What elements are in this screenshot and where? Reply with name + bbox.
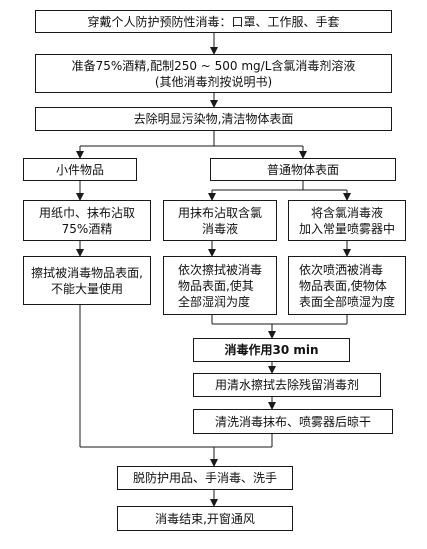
step-sprayer-fill: 将含氯消毒液 加入常量喷雾器中 bbox=[288, 200, 406, 241]
step-small-wipe-surface: 擦拭被消毒物品表面, 不能大量使用 bbox=[23, 256, 151, 305]
step-prepare-line2: (其他消毒剂按说明书) bbox=[154, 74, 273, 89]
step-small-items: 小件物品 bbox=[23, 158, 137, 181]
step-wipe-wet-text: 依次擦拭被消毒 物品表面,使其 全部湿润为度 bbox=[177, 262, 262, 309]
step-disinfect-time-text: 消毒作用30 min bbox=[224, 343, 319, 357]
step-clean-surface: 去除明显污染物,清洁物体表面 bbox=[35, 107, 392, 131]
step-general-surface: 普通物体表面 bbox=[210, 158, 396, 181]
step-rinse-text: 用清水擦拭去除残留消毒剂 bbox=[214, 378, 359, 392]
step-disinfect-time: 消毒作用30 min bbox=[193, 338, 350, 362]
step-cloth-chlorine: 用抹布沾取含氯 消毒液 bbox=[163, 200, 277, 241]
step-rinse: 用清水擦拭去除残留消毒剂 bbox=[193, 373, 381, 397]
step-remove-ppe-text: 脱防护用品、手消毒、洗手 bbox=[132, 471, 277, 485]
step-small-wipe-tool: 用纸巾、抹布沾取 75%酒精 bbox=[23, 200, 151, 241]
step-prepare-line1: 准备75%酒精,配制250 ~ 500 mg/L含氯消毒剂溶液 bbox=[71, 58, 356, 73]
step-wash-tools-text: 清洗消毒抹布、喷雾器后晾干 bbox=[214, 414, 371, 429]
step-spray-wet-text: 依次喷洒被消毒 物品表面,使物体 表面全部喷湿为度 bbox=[298, 262, 395, 309]
step-clean-text: 去除明显污染物,清洁物体表面 bbox=[133, 112, 294, 126]
step-wash-tools: 清洗消毒抹布、喷雾器后晾干 bbox=[193, 409, 393, 434]
step-small-wipe-tool-text: 用纸巾、抹布沾取 75%酒精 bbox=[38, 205, 135, 236]
step-wipe-wet: 依次擦拭被消毒 物品表面,使其 全部湿润为度 bbox=[163, 256, 277, 315]
step-sprayer-fill-text: 将含氯消毒液 加入常量喷雾器中 bbox=[298, 205, 395, 236]
step-end-text: 消毒结束,开窗通风 bbox=[155, 511, 255, 526]
step-prepare-disinfectant: 准备75%酒精,配制250 ~ 500 mg/L含氯消毒剂溶液 (其他消毒剂按说… bbox=[35, 54, 392, 93]
step-cloth-chlorine-text: 用抹布沾取含氯 消毒液 bbox=[177, 205, 262, 236]
step-spray-wet: 依次喷洒被消毒 物品表面,使物体 表面全部喷湿为度 bbox=[288, 256, 406, 315]
step-remove-ppe: 脱防护用品、手消毒、洗手 bbox=[117, 466, 293, 490]
step-end: 消毒结束,开窗通风 bbox=[117, 506, 293, 531]
step-general-surface-text: 普通物体表面 bbox=[266, 162, 339, 177]
step-small-wipe-surface-text: 擦拭被消毒物品表面, 不能大量使用 bbox=[31, 265, 143, 296]
step-ppe-text: 穿戴个人防护预防性消毒：口罩、工作服、手套 bbox=[87, 14, 340, 29]
step-small-items-text: 小件物品 bbox=[55, 162, 104, 177]
step-ppe: 穿戴个人防护预防性消毒：口罩、工作服、手套 bbox=[35, 10, 392, 33]
